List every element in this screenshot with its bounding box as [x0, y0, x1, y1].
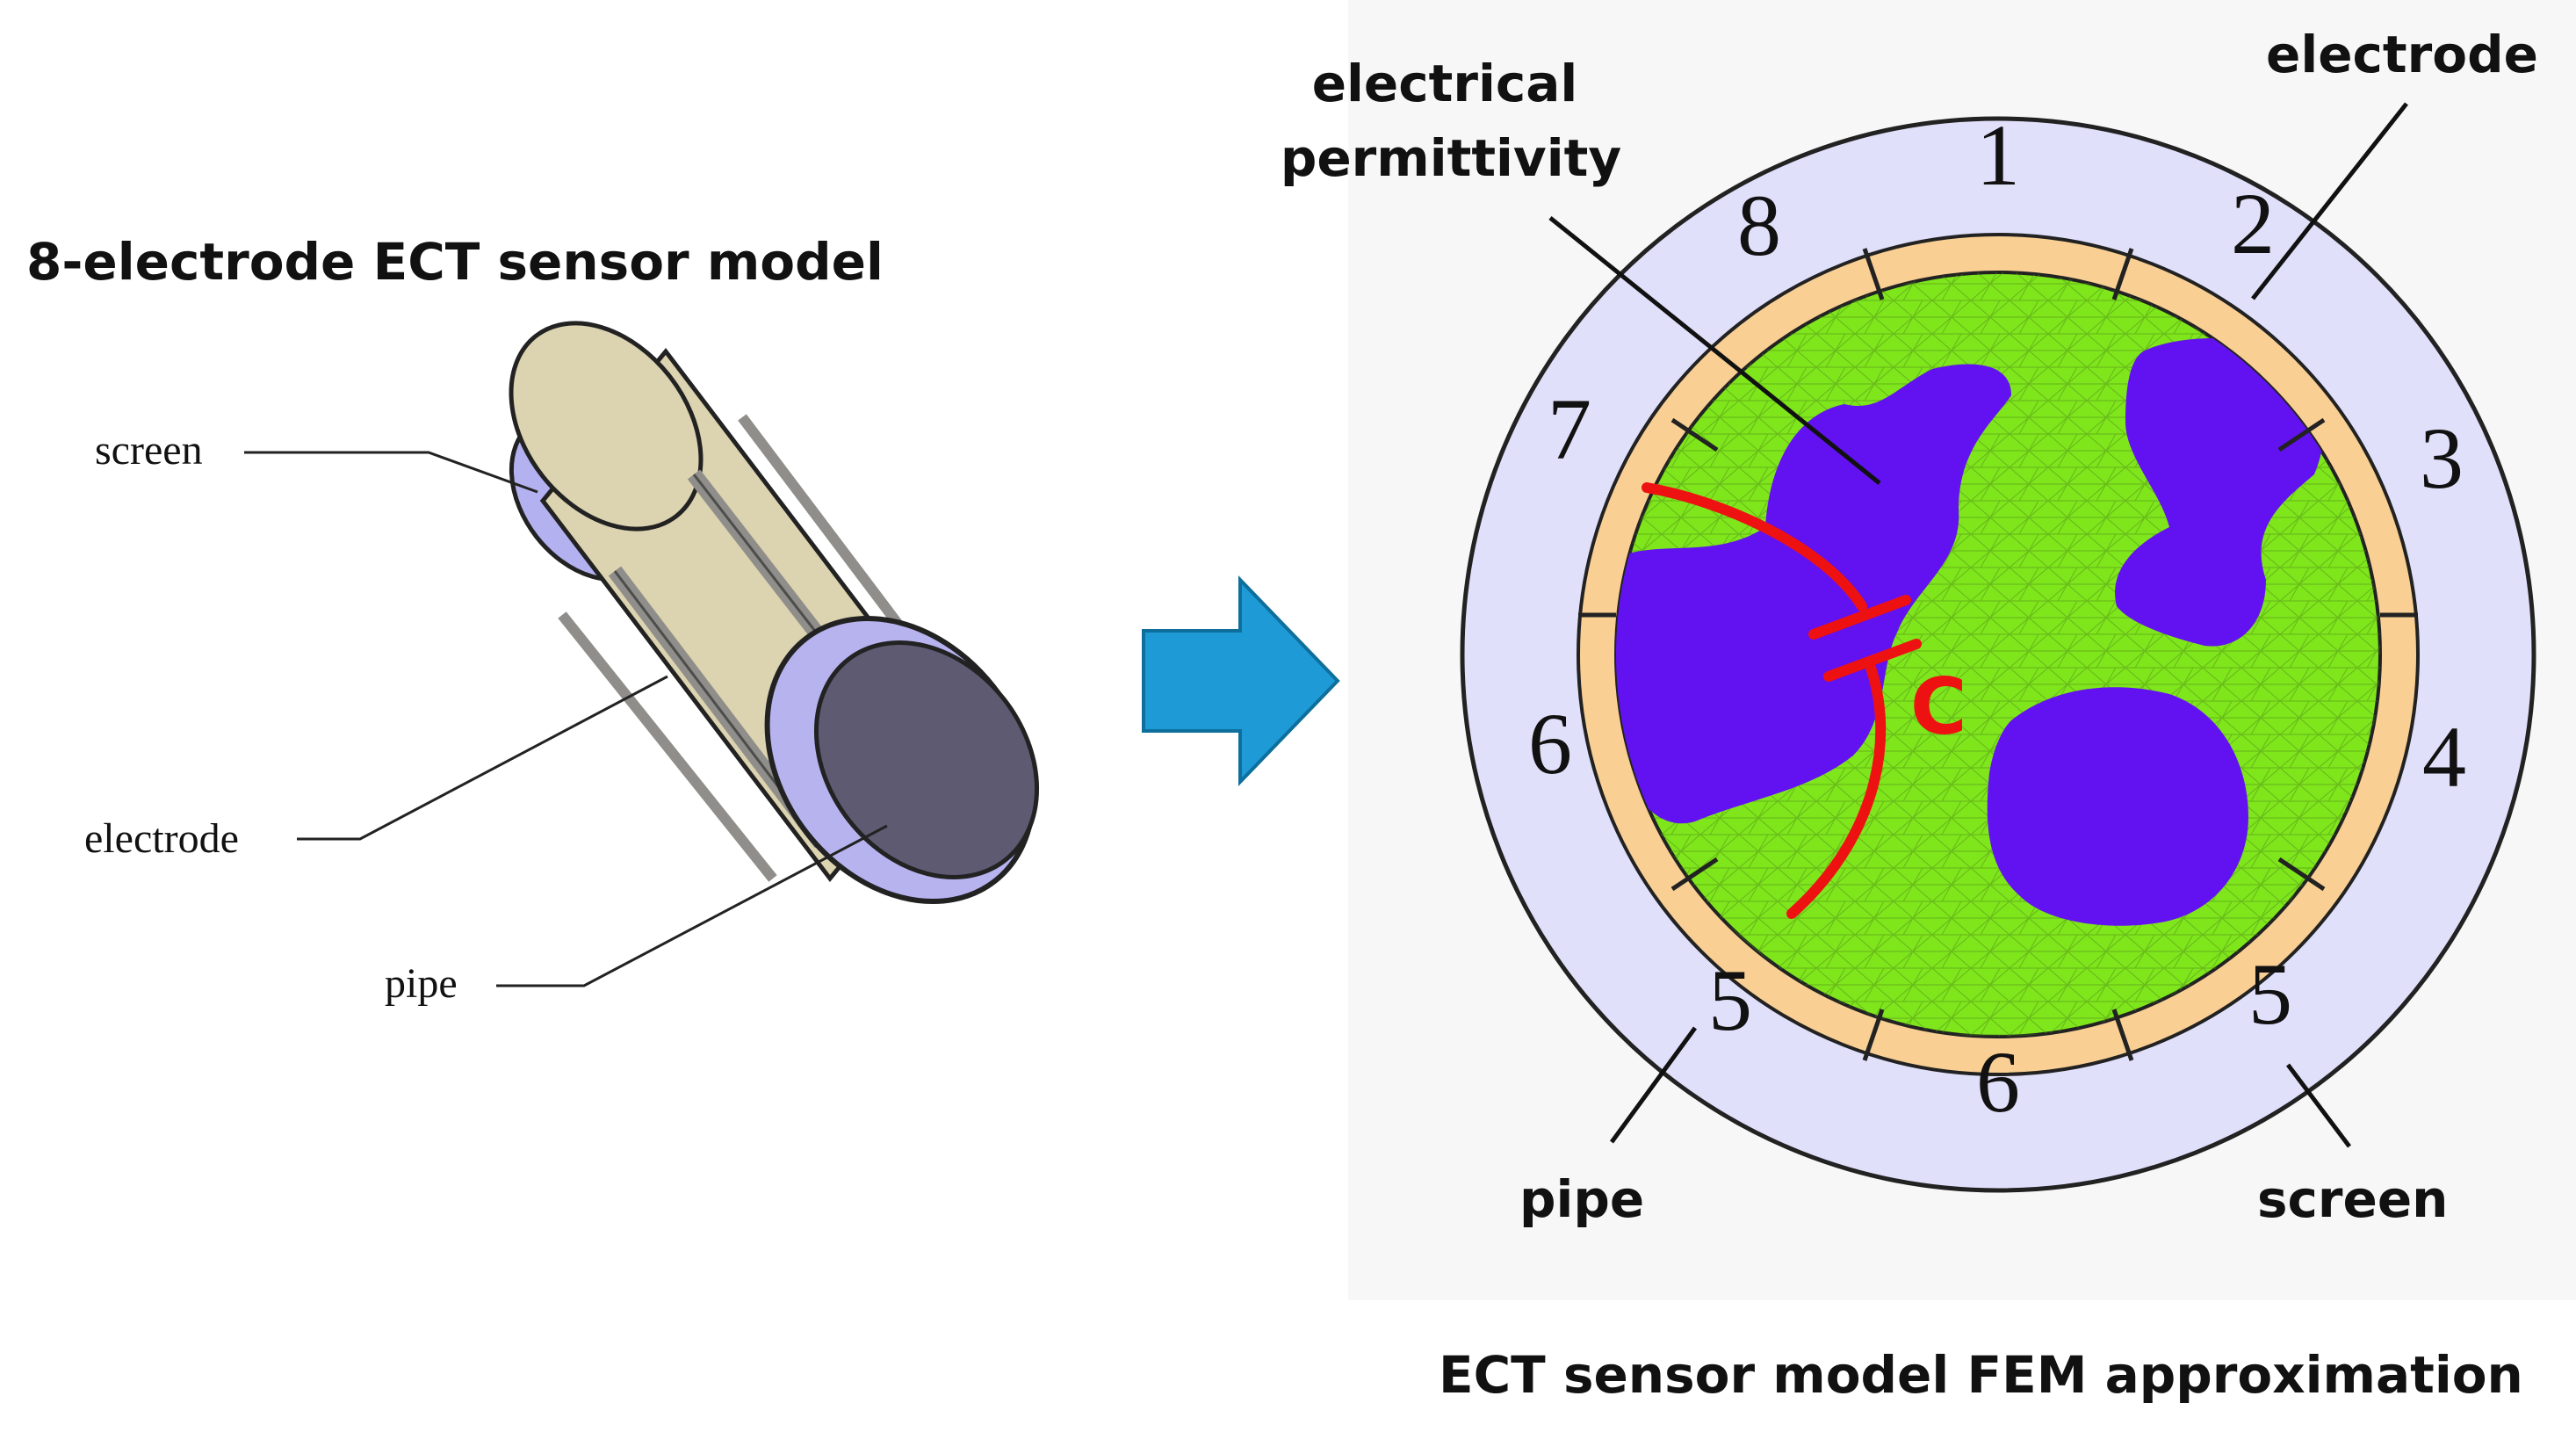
- ring-number: 1: [1976, 106, 2020, 204]
- capacitor-symbol: [1642, 482, 1922, 919]
- permittivity-leader-line: [1548, 216, 1881, 485]
- inclusion-left: [1616, 364, 2011, 824]
- inclusion-bottom-right: [1987, 687, 2248, 926]
- capacitance-label: C: [1910, 662, 1967, 752]
- ring-number: 2: [2231, 175, 2275, 272]
- pipe-label: pipe: [385, 960, 458, 1007]
- ring-number: 6: [1976, 1033, 2020, 1131]
- electrode-leader-line-right: [2251, 102, 2408, 300]
- inclusion-top-right: [2115, 338, 2325, 647]
- electrode-leader-line: [297, 675, 668, 841]
- pipe-leader-line: [496, 824, 888, 987]
- ect-sensor-cylinder: [509, 321, 1040, 905]
- electrode-label: electrode: [84, 815, 239, 862]
- right-panel-title: ECT sensor model FEM approximation: [1439, 1345, 2523, 1405]
- ring-number: 3: [2420, 409, 2464, 507]
- screen-leader-line-right: [2286, 1063, 2351, 1148]
- screen-label-right: screen: [2257, 1169, 2448, 1229]
- ring-number: 7: [1548, 380, 1591, 478]
- ring-number: 6: [1528, 695, 1572, 792]
- electrode-separators: [1578, 248, 2418, 1061]
- permittivity-label-line1: electrical: [1312, 54, 1578, 113]
- ring-number: 5: [1708, 951, 1752, 1049]
- screen-leader-line: [244, 451, 538, 494]
- pipe-label-right: pipe: [1519, 1169, 1644, 1229]
- ring-numbers: 1 2 3 4 5 6 5 6 7 8: [1528, 106, 2466, 1131]
- left-panel-title: 8-electrode ECT sensor model: [26, 232, 884, 292]
- screen-label: screen: [95, 427, 203, 474]
- ring-number: 5: [2248, 945, 2292, 1043]
- ring-number: 4: [2422, 708, 2466, 806]
- fem-sensor-model: [1460, 116, 2536, 1193]
- electrode-label-right: electrode: [2266, 25, 2538, 84]
- permittivity-label-line2: permittivity: [1281, 128, 1621, 188]
- pipe-leader-line-right: [1609, 1026, 1698, 1144]
- ring-number: 8: [1737, 177, 1781, 274]
- right-arrow-icon: [1142, 575, 1340, 786]
